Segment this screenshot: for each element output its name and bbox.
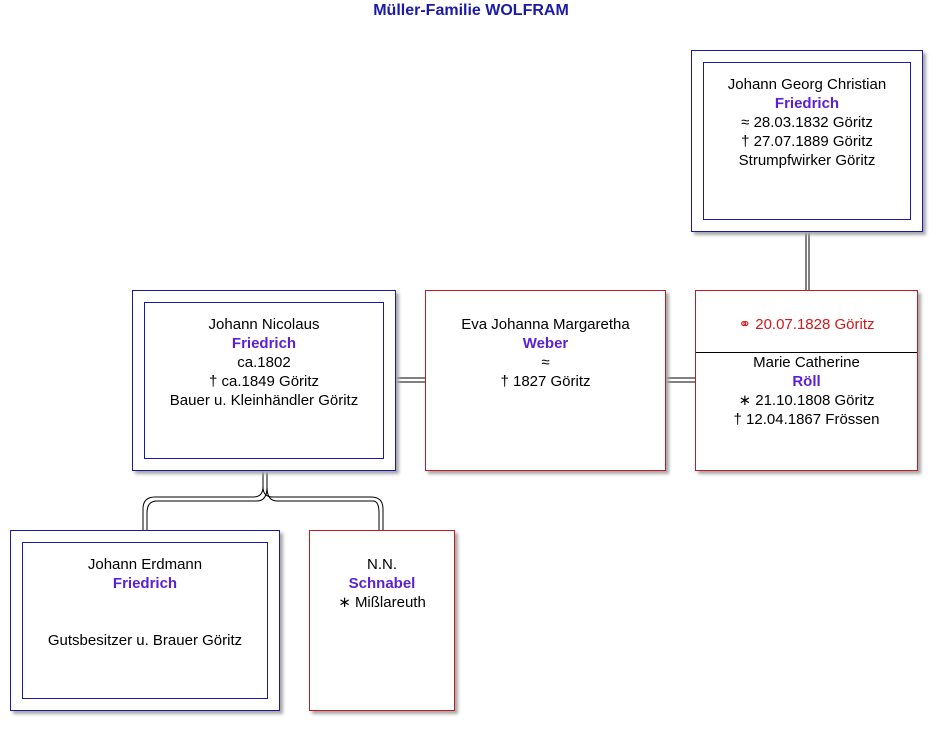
person-given-name: Johann Nicolaus	[208, 316, 320, 333]
person-surname: Schnabel	[348, 575, 416, 592]
person-box-johann-nicolaus[interactable]: Johann Nicolaus Friedrich ca.1802 † ca.1…	[132, 290, 396, 471]
person-box-nn-schnabel[interactable]: N.N. Schnabel ∗ Mißlareuth	[309, 530, 455, 711]
person-surname: Friedrich	[231, 335, 297, 352]
person-surname: Röll	[792, 373, 821, 390]
person-death: † 12.04.1867 Frössen	[733, 411, 880, 428]
person-occupation: Strumpfwirker Göritz	[738, 152, 876, 169]
person-surname: Friedrich	[774, 95, 840, 112]
marriage-info: ⚭ 20.07.1828 Göritz	[738, 316, 875, 333]
person-box-johann-georg-christian[interactable]: Johann Georg Christian Friedrich ≈ 28.03…	[691, 50, 923, 232]
person-box-inner-border	[22, 542, 268, 699]
person-surname: Weber	[522, 335, 569, 352]
person-death: † ca.1849 Göritz	[208, 373, 320, 390]
person-birth: ∗ 21.10.1808 Göritz	[738, 392, 875, 409]
person-occupation: Bauer u. Kleinhändler Göritz	[169, 392, 359, 409]
person-box-johann-erdmann[interactable]: Johann Erdmann Friedrich Gutsbesitzer u.…	[10, 530, 280, 711]
person-given-name: Johann Erdmann	[87, 556, 203, 573]
person-given-name: Eva Johanna Margaretha	[461, 316, 630, 333]
person-death: † 1827 Göritz	[500, 373, 591, 390]
person-surname: Friedrich	[112, 575, 178, 592]
person-given-name: Johann Georg Christian	[727, 76, 887, 93]
person-birth: ca.1802	[237, 354, 291, 371]
person-occupation: Gutsbesitzer u. Brauer Göritz	[47, 632, 243, 649]
person-birth: ∗ Mißlareuth	[338, 594, 426, 611]
marriage-separator	[696, 352, 917, 353]
person-box-marie-catherine[interactable]: ⚭ 20.07.1828 Göritz Marie Catherine Röll…	[695, 290, 918, 471]
person-given-name: Marie Catherine	[753, 354, 860, 371]
person-given-name: N.N.	[367, 556, 397, 573]
person-baptism: ≈ 28.03.1832 Göritz	[741, 114, 873, 131]
person-box-inner-border	[144, 302, 384, 459]
person-box-eva-johanna-margaretha[interactable]: Eva Johanna Margaretha Weber ≈ † 1827 Gö…	[425, 290, 666, 471]
person-baptism: ≈	[541, 354, 550, 371]
person-death: † 27.07.1889 Göritz	[741, 133, 873, 150]
person-box-inner-border	[703, 62, 911, 220]
page-title: Müller-Familie WOLFRAM	[373, 2, 569, 19]
